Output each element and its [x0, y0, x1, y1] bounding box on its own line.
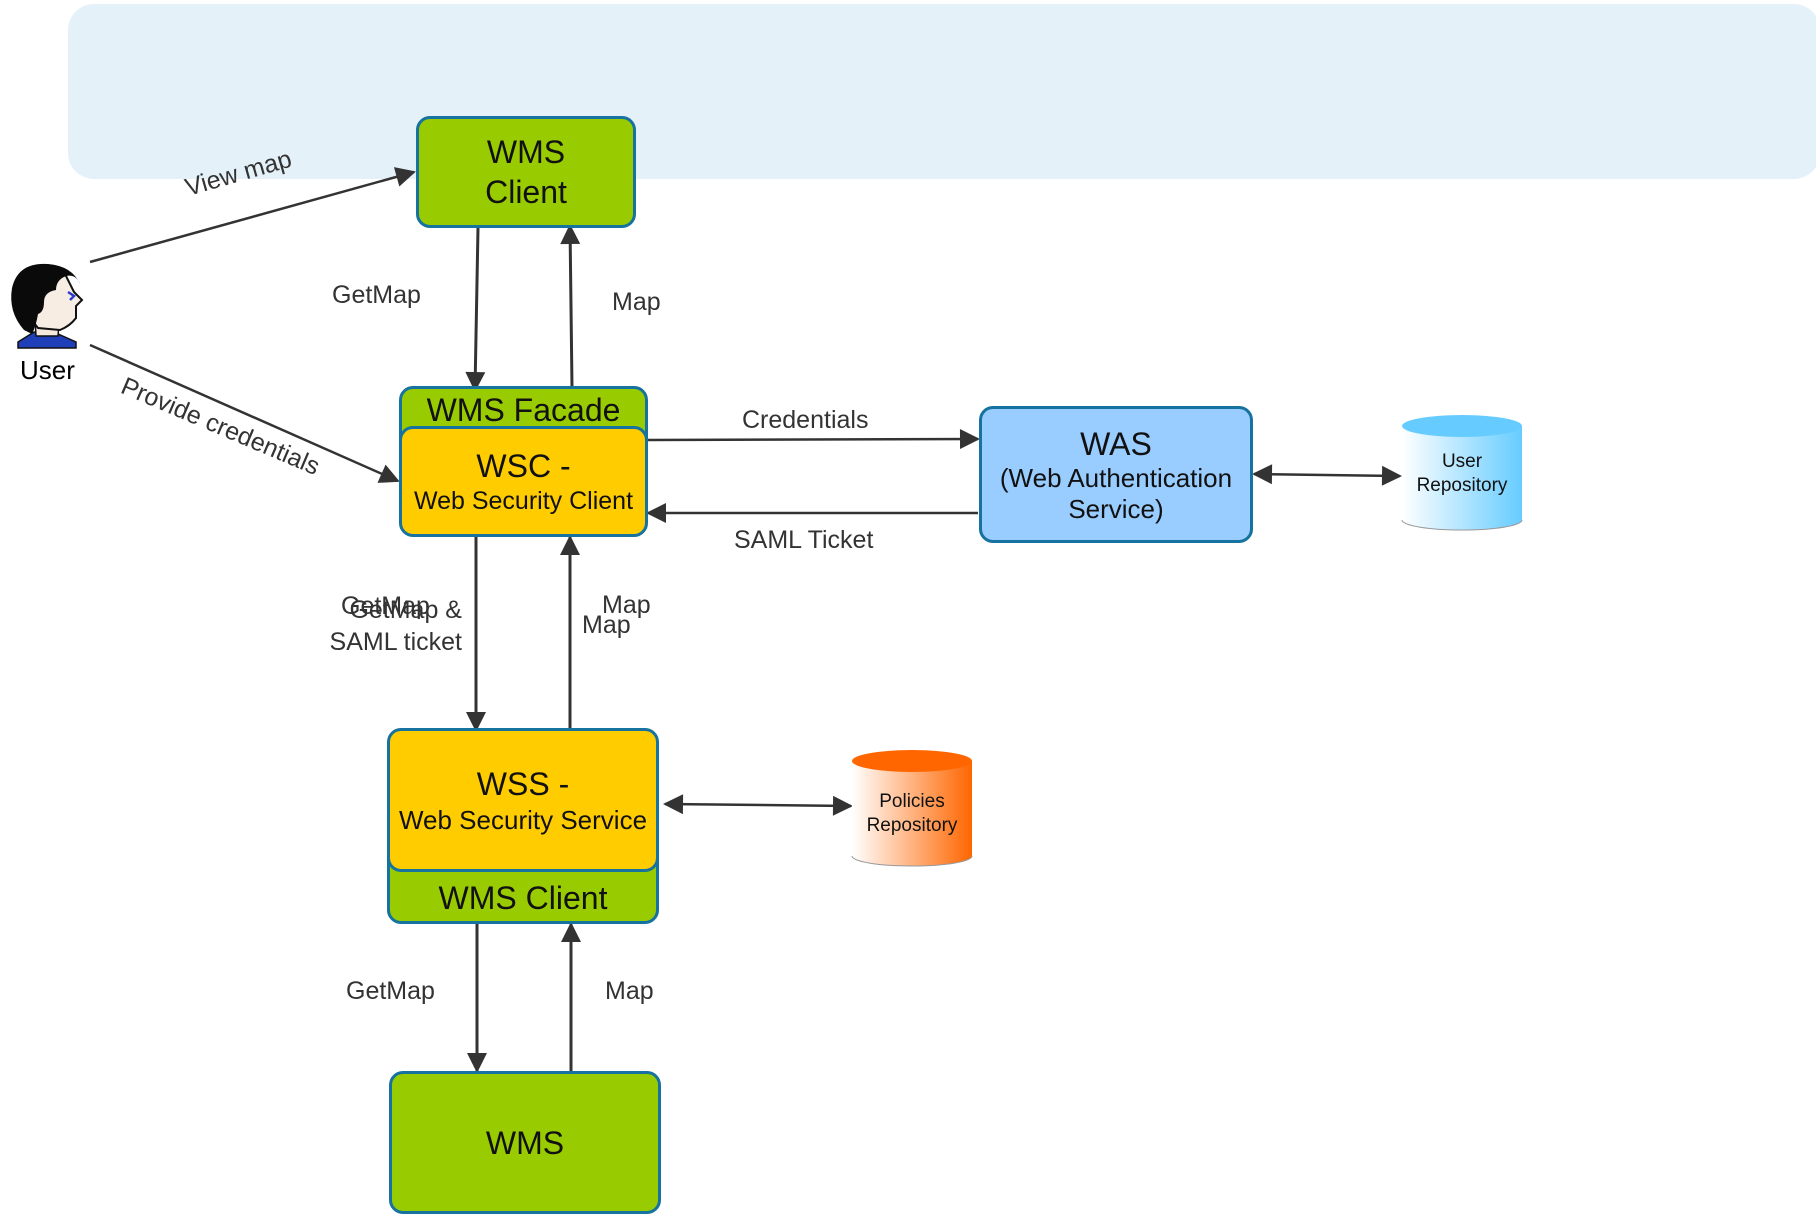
edge-label-map-2a: Map	[602, 591, 651, 619]
policies-repository-line1: Policies	[879, 791, 945, 812]
was-line2: (Web Authentication	[999, 462, 1233, 493]
arrow-provide-credentials	[89, 343, 400, 483]
user-icon	[11, 263, 84, 349]
wss-node: WSS - Web Security Service	[387, 728, 659, 872]
edge-label-getmap-overlap: GetMap	[341, 592, 430, 620]
policies-repository-cylinder	[851, 750, 973, 867]
user-repository-line2: Repository	[1416, 475, 1508, 496]
edge-label-saml-ticket: SAML Ticket	[734, 526, 874, 554]
wsc-node: WSC - Web Security Client	[399, 426, 648, 537]
wms-client-top-line2: Client	[485, 174, 567, 210]
edge-label-getmap-1: GetMap	[332, 281, 421, 309]
edge-label-credentials: Credentials	[742, 406, 869, 434]
was-node: WAS (Web Authentication Service)	[979, 406, 1253, 543]
user-label: User	[20, 355, 75, 385]
edge-label-map-1: Map	[612, 288, 661, 316]
was-line3: Service)	[1068, 493, 1164, 524]
background-band	[68, 4, 1816, 179]
wss-line1: WSS -	[476, 766, 570, 802]
arrow-map-1	[560, 224, 581, 388]
wsc-line1: WSC -	[476, 448, 571, 484]
edge-label-getmap-saml: GetMap & SAML ticket	[320, 594, 462, 658]
wsc-line2: Web Security Client	[413, 487, 634, 515]
wms-client-top-line1: WMS	[486, 134, 566, 170]
arrow-view-map	[89, 167, 416, 264]
wss-line2: Web Security Service	[398, 805, 648, 835]
policies-repository-line2: Repository	[866, 815, 958, 836]
edge-label-getmap-3: GetMap	[346, 977, 435, 1005]
wms-label: WMS	[485, 1124, 565, 1161]
arrow-was-user-repo	[1252, 464, 1402, 486]
edge-label-map-3: Map	[605, 977, 654, 1005]
user-repository-label: User Repository	[1402, 450, 1522, 498]
wms-facade-label: WMS Facade	[426, 392, 621, 428]
user-repository-line1: User	[1441, 451, 1483, 472]
was-line1: WAS	[1080, 425, 1152, 462]
edge-label-getmap-saml-line2: SAML ticket	[329, 628, 462, 656]
wms-client-bottom-label: WMS Client	[438, 880, 608, 916]
user-repository-cylinder	[1401, 415, 1523, 531]
wms-client-top-node: WMS Client	[416, 116, 636, 228]
arrow-credentials	[647, 429, 980, 450]
edge-label-map-2b: Map	[582, 611, 631, 639]
arrow-wss-policies	[663, 794, 853, 816]
arrow-getmap-1	[465, 227, 486, 392]
policies-repository-label: Policies Repository	[852, 790, 972, 838]
edge-label-getmap-saml-line1: GetMap &	[349, 596, 462, 624]
wms-node: WMS	[389, 1071, 661, 1214]
